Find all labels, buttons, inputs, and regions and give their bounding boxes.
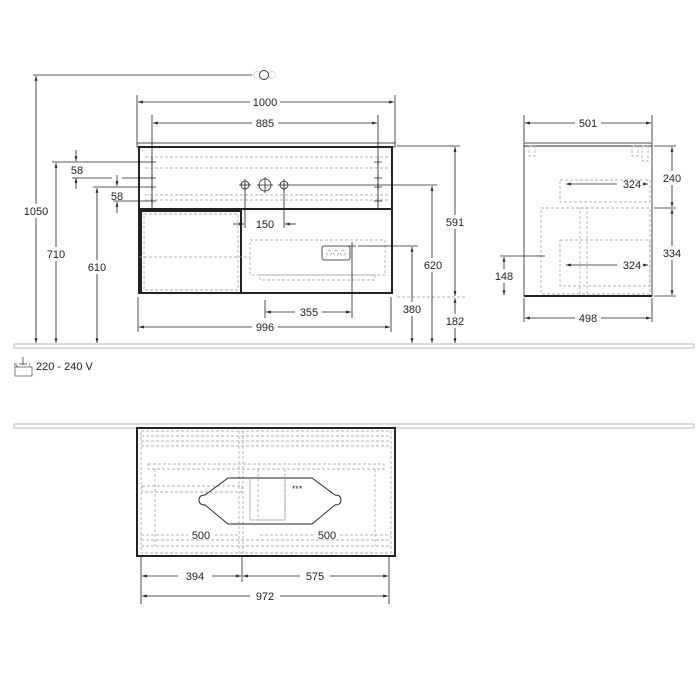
socket-icon: N L bbox=[14, 357, 33, 377]
front-view bbox=[33, 70, 465, 343]
socket-icon bbox=[321, 245, 351, 261]
dim-side-bottom-depth: 498 bbox=[579, 313, 597, 325]
dim-total-width: 1000 bbox=[253, 97, 277, 109]
dim-socket-offset: 355 bbox=[300, 307, 318, 319]
floor-line-top bbox=[13, 343, 695, 349]
dim-top-height: 710 bbox=[47, 249, 65, 261]
basin-outline bbox=[198, 477, 342, 525]
voltage-label: 220 - 240 V bbox=[36, 361, 93, 373]
dim-inner-width: 885 bbox=[256, 118, 274, 130]
trap-icon bbox=[253, 70, 276, 80]
dim-side-bottom-offset: 148 bbox=[495, 271, 513, 283]
plan-view bbox=[136, 427, 396, 604]
dim-side-upper-height: 240 bbox=[663, 173, 681, 185]
dim-side-lower-drawer: 324 bbox=[623, 260, 641, 272]
dim-side-top-depth: 501 bbox=[579, 118, 597, 130]
tap-holes bbox=[239, 177, 290, 193]
basin-mark: *** bbox=[292, 484, 303, 494]
dim-total-height: 1050 bbox=[24, 206, 48, 218]
dim-drawer-top-height: 610 bbox=[88, 262, 106, 274]
side-view bbox=[500, 115, 676, 322]
dim-plan-right-drawer: 500 bbox=[318, 530, 336, 542]
dim-tap-offset: 150 bbox=[256, 219, 274, 231]
dim-side-lower-height: 334 bbox=[663, 248, 681, 260]
dim-tap-height: 620 bbox=[424, 260, 442, 272]
dim-plan-right-offset: 575 bbox=[306, 571, 324, 583]
dim-offset-a: 58 bbox=[71, 165, 83, 177]
dim-plan-total: 972 bbox=[256, 591, 274, 603]
svg-text:L: L bbox=[29, 363, 32, 369]
dim-side-upper-drawer: 324 bbox=[623, 179, 641, 191]
dim-plan-left-offset: 394 bbox=[186, 571, 204, 583]
dim-offset-b: 58 bbox=[111, 191, 123, 203]
dim-socket-height: 380 bbox=[403, 304, 421, 316]
svg-text:N: N bbox=[14, 363, 18, 369]
dim-cabinet-height: 591 bbox=[446, 217, 464, 229]
dim-bottom-width: 996 bbox=[256, 322, 274, 334]
dim-plan-left-drawer: 500 bbox=[192, 530, 210, 542]
dim-floor-gap: 182 bbox=[446, 316, 464, 328]
